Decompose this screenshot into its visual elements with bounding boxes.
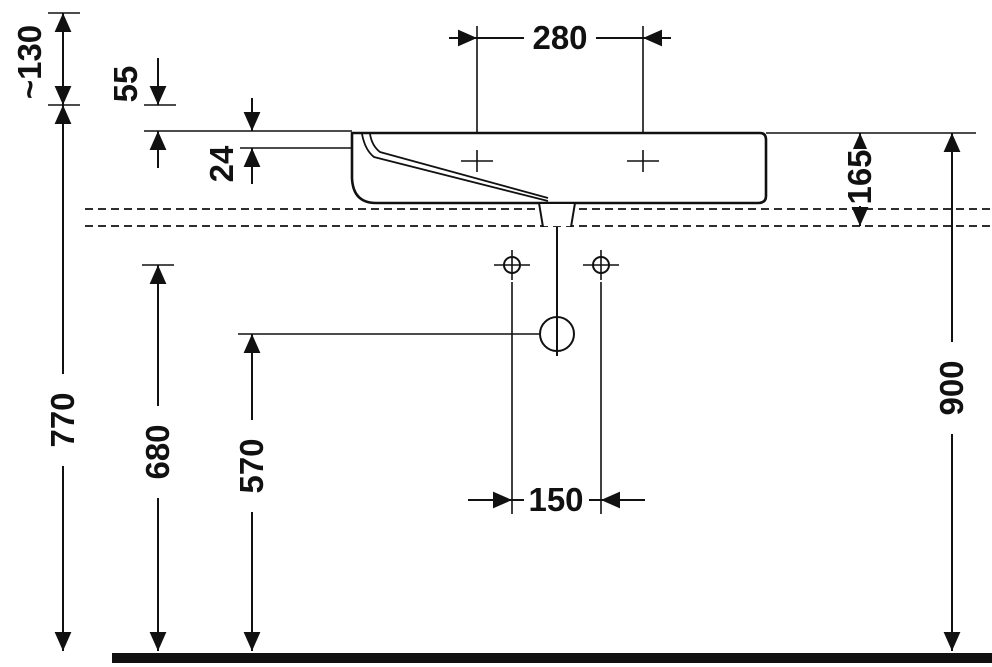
dimension-570-label: 570: [233, 438, 270, 493]
wall-dashed-lines: [85, 208, 990, 227]
basin-inner-slope: [361, 133, 549, 202]
dimension-130-label: ~130: [11, 25, 48, 99]
extension-lines: [48, 12, 976, 514]
dimension-55-label: 55: [107, 66, 144, 103]
dimension-770-label: 770: [44, 392, 81, 447]
label-gaps: [46, 20, 970, 518]
dimension-680-label: 680: [139, 424, 176, 479]
tap-hole-mark-left: [461, 150, 493, 172]
drain-outlet: [538, 202, 576, 228]
tap-hole-mark-right: [627, 150, 659, 172]
basin-outline: [350, 131, 768, 205]
siphon-outlet-circle: [539, 316, 575, 352]
floor-line: [112, 653, 992, 663]
dimension-150-label: 150: [528, 481, 583, 518]
basin-profile: [350, 131, 768, 356]
dimension-165-label: 165: [841, 149, 878, 204]
dimension-labels: 280 ~130 55 24 770 680 570 165 900 150: [11, 19, 970, 518]
fixing-hole-right: [583, 250, 619, 280]
dimension-24-label: 24: [203, 145, 240, 182]
dimension-280-label: 280: [532, 19, 587, 56]
dimension-lines: [54, 12, 961, 651]
fixing-hole-left: [494, 250, 530, 280]
basin-inner-slope-2: [369, 133, 549, 199]
dimension-900-label: 900: [933, 360, 970, 415]
